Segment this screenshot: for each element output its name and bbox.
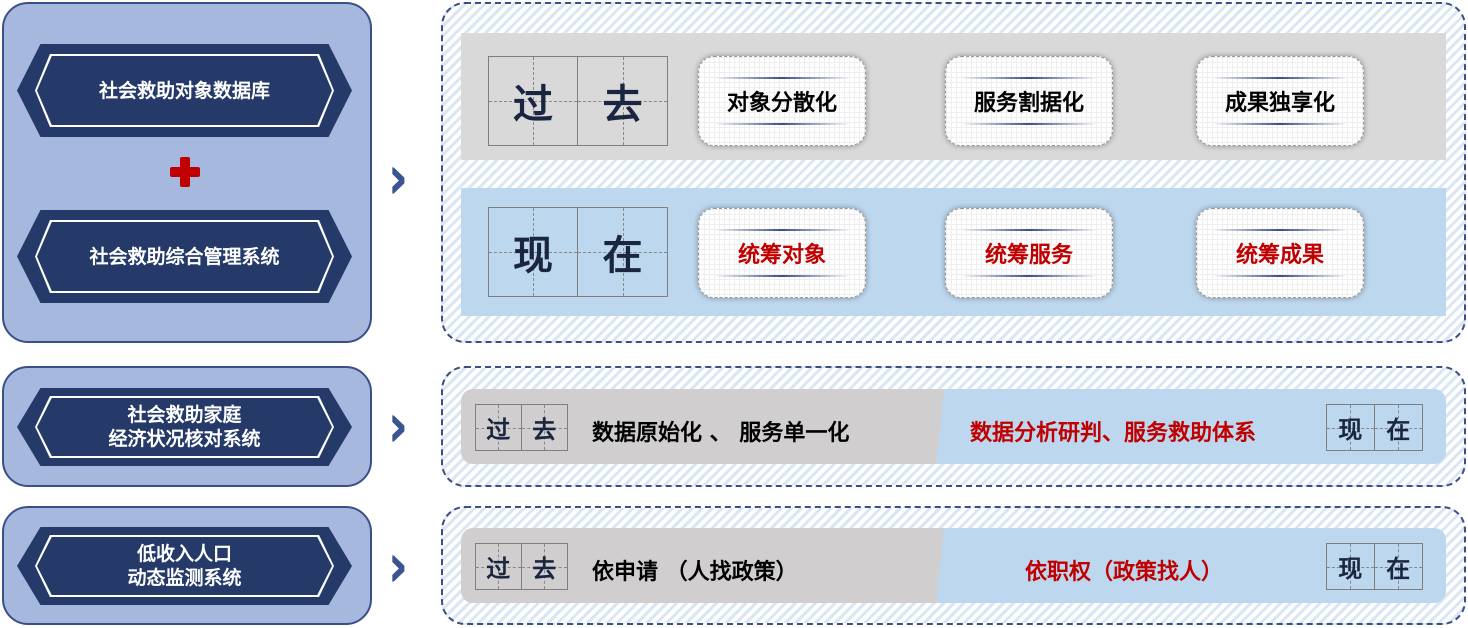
banner-label-line1: 社会救助家庭 [127,404,242,426]
past-card: 服务割据化 [945,56,1113,146]
past-bar [461,389,946,464]
label-char: 在 [602,232,643,279]
now-label-grid: 现 在 [1326,543,1423,590]
label-char: 过 [513,81,553,128]
label-char: 现 [1338,554,1363,583]
label-char: 现 [1338,415,1363,444]
now-label-grid: 现 在 [1326,404,1423,451]
now-label-grid: 现 在 [488,207,668,297]
double-chevron-right-icon: ›› [388,529,407,601]
label-char: 去 [532,554,557,583]
past-card: 对象分散化 [698,56,866,146]
now-text: 依职权（政策找人） [1025,560,1224,585]
banner-label-line2: 经济状况核对系统 [108,428,261,450]
now-bar [936,389,1446,464]
now-bar [936,528,1446,603]
label-char: 在 [1386,415,1411,444]
banner-database: 社会救助对象数据库 [17,44,352,137]
label-char: 过 [486,415,511,444]
banner-monitoring-system: 低收入人口动态监测系统 [17,527,352,605]
banner-label: 社会救助对象数据库 [37,56,332,125]
past-text: 数据原始化 、 服务单一化 [592,421,850,446]
double-chevron-right-icon: ›› [388,389,407,461]
label-char: 去 [532,415,557,444]
banner-verification-system: 社会救助家庭经济状况核对系统 [17,388,352,466]
now-text: 数据分析研判、服务救助体系 [970,421,1257,446]
now-card: 统筹对象 [698,208,866,298]
past-label-grid: 过 去 [488,56,668,146]
label-char: 在 [1386,554,1411,583]
banner-label: 社会救助综合管理系统 [37,222,332,291]
label-char: 去 [602,81,643,128]
banner-label-line1: 低收入人口 [136,543,232,565]
label-char: 过 [486,554,511,583]
double-chevron-right-icon: ›› [388,141,407,213]
now-card: 统筹服务 [945,208,1113,298]
past-label-grid: 过 去 [475,543,568,590]
now-card: 统筹成果 [1196,208,1364,298]
banner-management-system: 社会救助综合管理系统 [17,210,352,303]
label-char: 现 [513,232,553,279]
banner-label-line2: 动态监测系统 [127,567,242,589]
plus-icon [170,157,200,187]
past-card: 成果独享化 [1196,56,1364,146]
past-label-grid: 过 去 [475,404,568,451]
past-text: 依申请 （人找政策） [592,560,798,585]
past-bar [461,528,946,603]
